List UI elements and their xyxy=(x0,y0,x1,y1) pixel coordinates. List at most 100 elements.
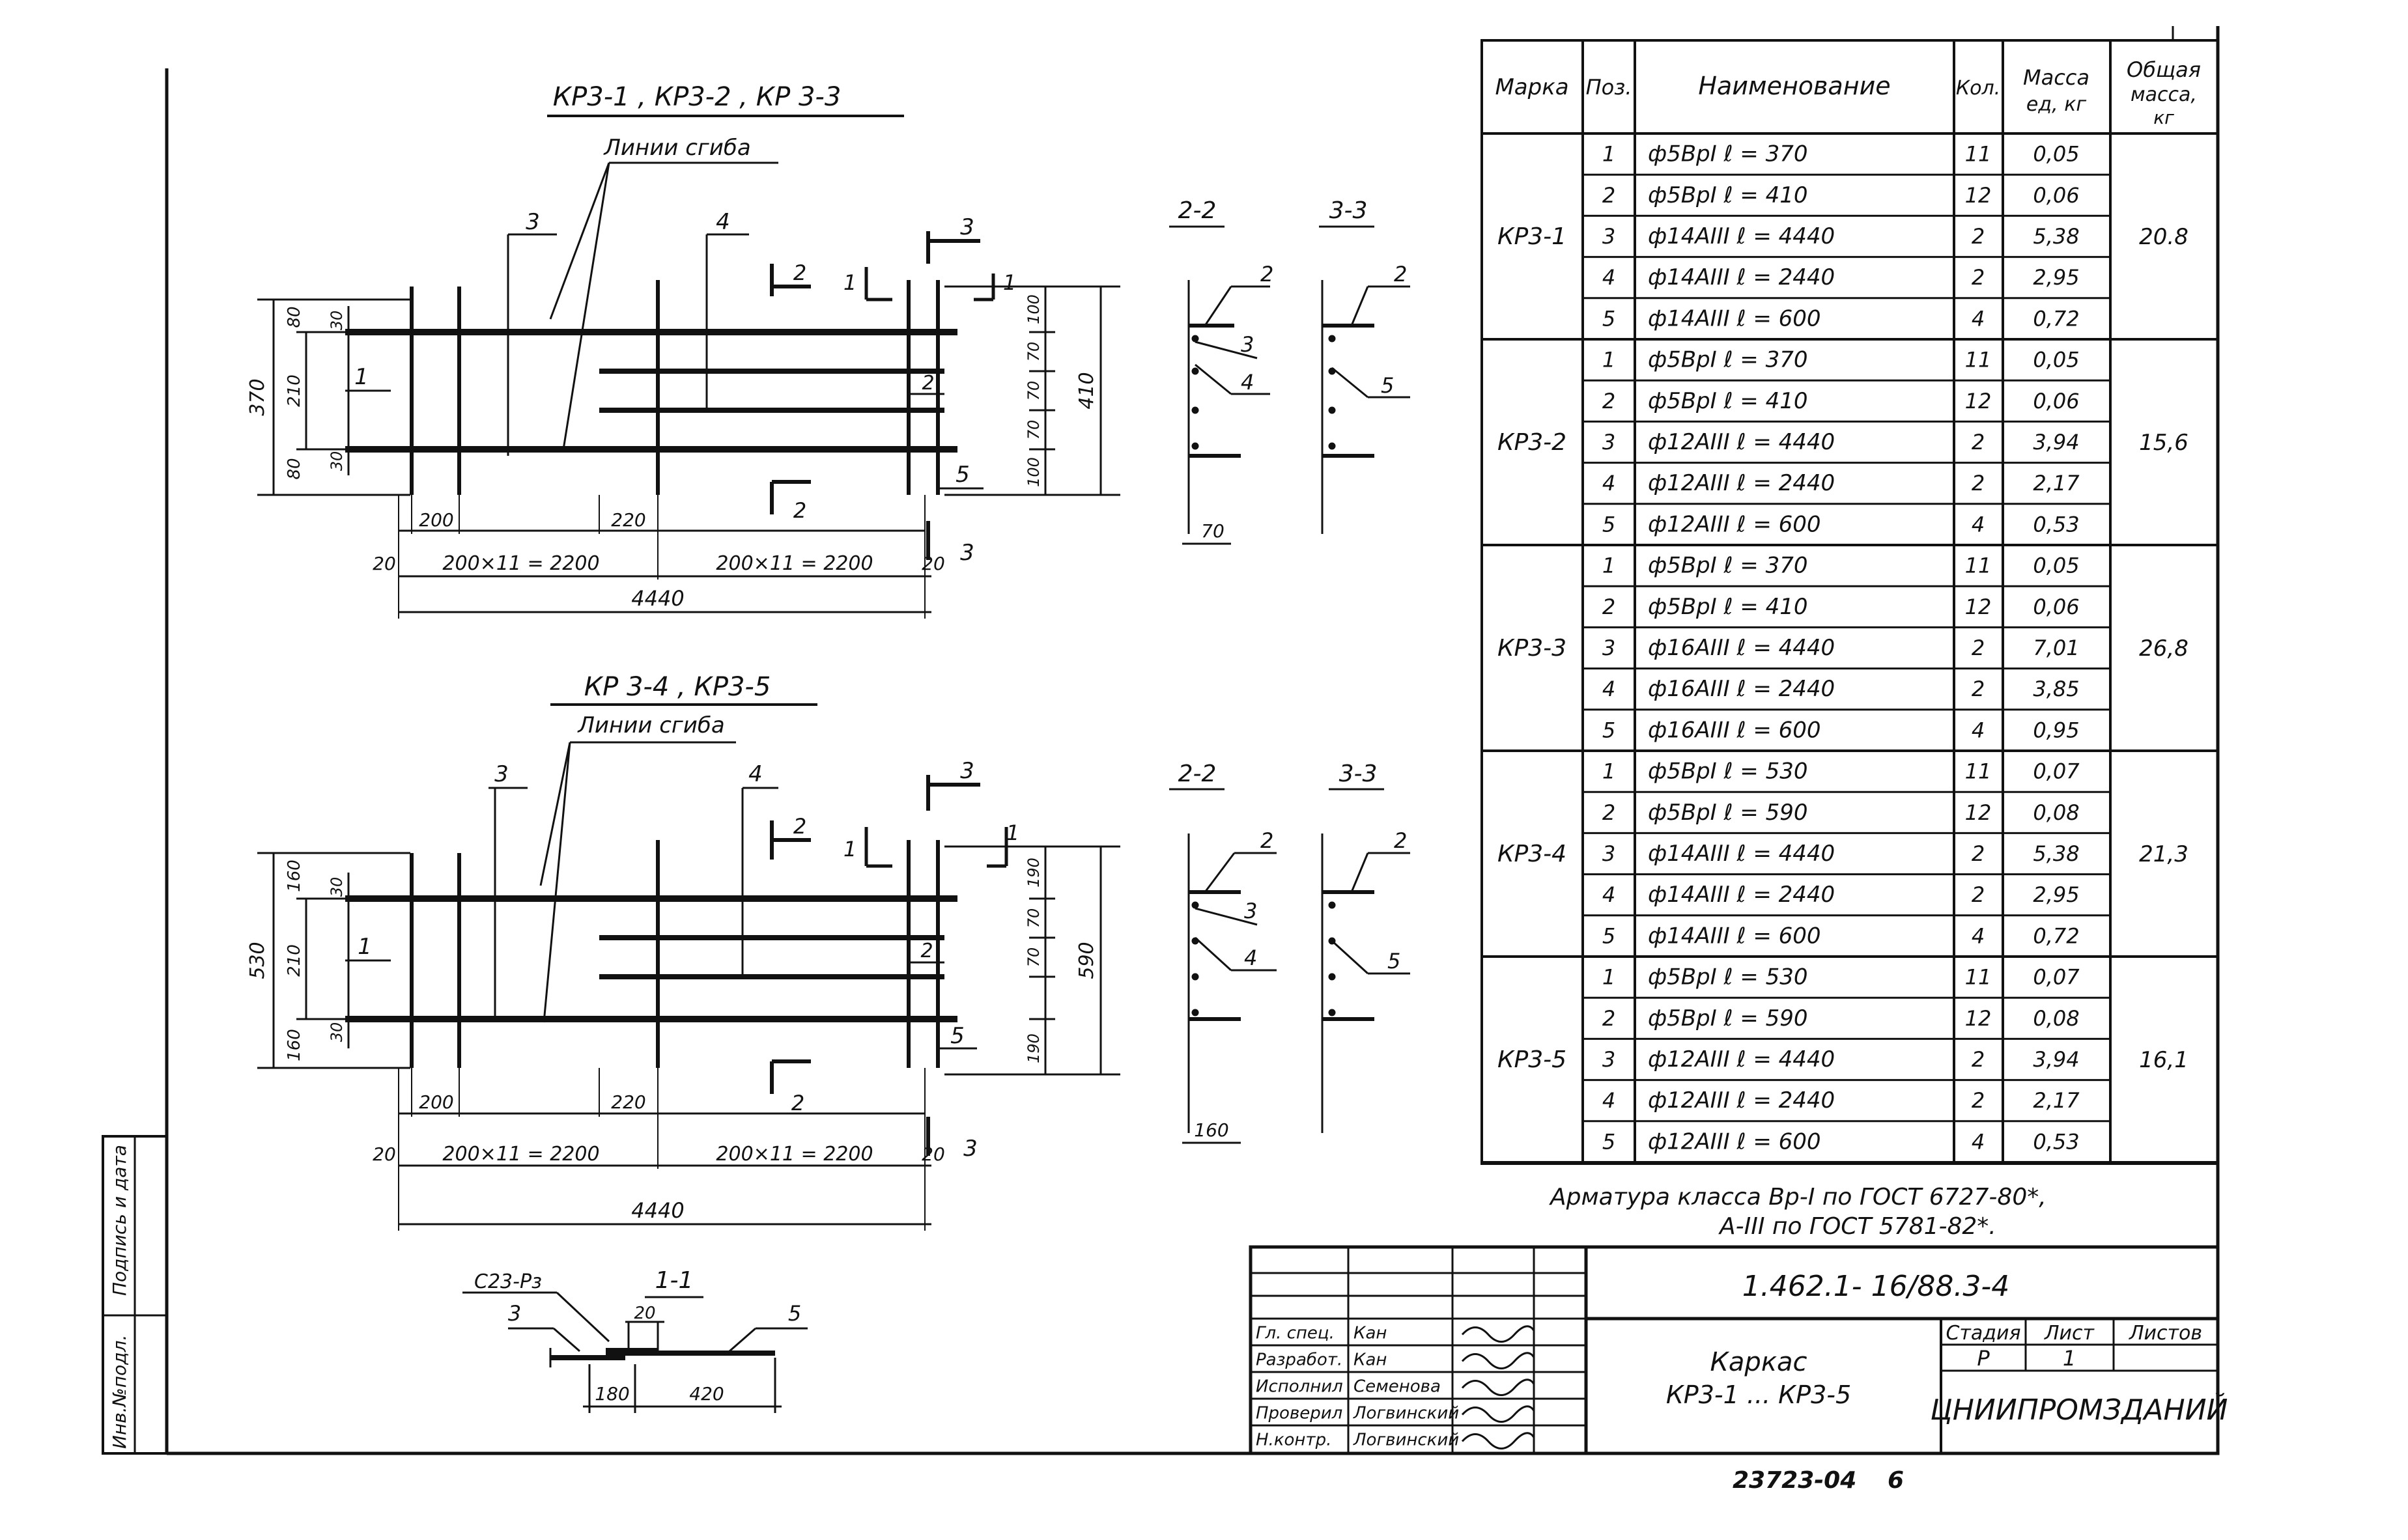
plan2-cut-1a: 1 xyxy=(843,837,857,861)
plan2-bend-label: Линии сгиба xyxy=(576,712,724,738)
spec-cell-qty: 2 xyxy=(1972,636,1985,660)
tb-person: Кан xyxy=(1353,1324,1387,1343)
plan1-dim-r70b: 70 xyxy=(1025,381,1043,401)
plan1-cut-2a: 2 xyxy=(793,260,806,285)
spec-cell-qty: 2 xyxy=(1972,224,1985,249)
plan2-dim-200: 200 xyxy=(419,1091,453,1113)
sec2-pos-5: 5 xyxy=(1387,949,1400,973)
spec-cell-mass: 3,94 xyxy=(2033,430,2079,455)
tb-role: Гл. спец. xyxy=(1256,1324,1335,1343)
spec-total-mass: 15,6 xyxy=(2139,430,2188,456)
plan1-dim-r70c: 70 xyxy=(1025,420,1043,440)
archive-number: 23723-04 xyxy=(1733,1467,1856,1494)
spec-cell-mass: 2,95 xyxy=(2033,882,2079,907)
side-label-signature: Подпись и дата xyxy=(109,1145,130,1296)
tb-person: Логвинский xyxy=(1353,1431,1459,1450)
spec-cell-qty: 12 xyxy=(1965,389,1992,413)
tb-signature xyxy=(1461,1325,1535,1343)
spec-cell-qty: 4 xyxy=(1972,1129,1985,1154)
stage-header: Стадия xyxy=(1946,1322,2020,1345)
spec-cell-pos: 5 xyxy=(1602,306,1615,331)
sec2-pos-2b: 2 xyxy=(1394,828,1407,853)
spec-cell-name: ф14АIII ℓ = 2440 xyxy=(1648,882,1835,908)
spec-note-line1: Арматура класса Вр-I по ГОСТ 6727-80*, xyxy=(1549,1184,2047,1211)
spec-cell-qty: 4 xyxy=(1972,718,1985,742)
sec1-2-2: 2-2 xyxy=(1178,197,1217,224)
tb-signature xyxy=(1461,1379,1535,1396)
spec-cell-name: ф12АIII ℓ = 4440 xyxy=(1648,429,1835,455)
spec-total-mass: 26,8 xyxy=(2139,636,2188,662)
spec-mark: КР3-4 xyxy=(1497,841,1566,867)
spec-cell-pos: 5 xyxy=(1602,718,1615,742)
detail-1-1: С23-Рз 1-1 20 3 5 180 420 xyxy=(462,1267,808,1413)
plan2-dim-30b: 30 xyxy=(328,1022,346,1043)
spec-cell-mass: 0,72 xyxy=(2033,923,2079,948)
spec-header-total-2: масса, xyxy=(2131,83,2197,106)
detail-dim-180: 180 xyxy=(595,1383,629,1405)
spec-cell-name: ф12АIII ℓ = 4440 xyxy=(1648,1046,1835,1072)
spec-cell-qty: 4 xyxy=(1972,306,1985,331)
spec-header-mark: Марка xyxy=(1495,74,1568,100)
plan2-dim-span2: 200×11 = 2200 xyxy=(716,1143,873,1166)
spec-cell-name: ф16АIII ℓ = 2440 xyxy=(1648,676,1835,702)
plan2-cut-3a: 3 xyxy=(960,758,974,784)
spec-cell-pos: 3 xyxy=(1602,430,1615,455)
spec-cell-mass: 0,05 xyxy=(2033,553,2079,578)
side-label-inventory: Инв.№подл. xyxy=(109,1335,130,1449)
plan1-dim-210: 210 xyxy=(285,374,304,407)
sec1-dim-70: 70 xyxy=(1201,520,1225,542)
spec-header: Марка Поз. Наименование Кол. Масса ед, к… xyxy=(1495,57,2201,128)
plan1-dim-80b: 80 xyxy=(285,458,304,479)
spec-mark: КР3-5 xyxy=(1497,1046,1566,1073)
plan1-dim-200: 200 xyxy=(419,509,453,531)
spec-cell-mass: 2,95 xyxy=(2033,265,2079,290)
spec-cell-pos: 3 xyxy=(1602,636,1615,660)
spec-cell-name: ф14АIII ℓ = 2440 xyxy=(1648,264,1835,290)
plan1-cut-1a: 1 xyxy=(843,270,857,295)
plan2-title: КР 3-4 , КР3-5 xyxy=(584,672,771,702)
spec-cell-qty: 12 xyxy=(1965,800,1992,825)
plan1-pos-1: 1 xyxy=(354,364,369,390)
plan1-dim-30a: 30 xyxy=(328,311,346,331)
spec-cell-name: ф5ВрI ℓ = 410 xyxy=(1648,182,1808,208)
spec-header-name: Наименование xyxy=(1698,72,1890,100)
plan1-dim-span1: 200×11 = 2200 xyxy=(442,552,599,575)
drawing-name-line2: КР3-1 ... КР3-5 xyxy=(1666,1380,1851,1409)
plan2-dim-590: 590 xyxy=(1075,942,1098,979)
spec-cell-name: ф16АIII ℓ = 600 xyxy=(1648,717,1821,743)
spec-cell-pos: 3 xyxy=(1602,224,1615,249)
spec-cell-qty: 4 xyxy=(1972,512,1985,537)
sec2-pos-2a: 2 xyxy=(1260,828,1273,853)
spec-cell-name: ф14АIII ℓ = 600 xyxy=(1648,923,1821,949)
spec-cell-pos: 4 xyxy=(1602,677,1615,701)
tb-role: Исполнил xyxy=(1256,1377,1343,1397)
frame-plan-kr3-4-5: КР 3-4 , КР3-5 Линии сгиба 530 160 210 1… xyxy=(246,672,1120,1231)
spec-cell-mass: 0,07 xyxy=(2033,759,2080,784)
plan2-dim-r190b: 190 xyxy=(1025,1033,1043,1063)
tb-role: Проверил xyxy=(1256,1404,1342,1423)
detail-pos-5: 5 xyxy=(788,1301,801,1326)
spec-cell-pos: 1 xyxy=(1602,142,1615,167)
spec-header-mass-1: Масса xyxy=(2023,65,2089,90)
spec-cell-name: ф5ВрI ℓ = 590 xyxy=(1648,1005,1808,1031)
plan2-dim-220: 220 xyxy=(611,1091,645,1113)
plan2-dim-total: 4440 xyxy=(631,1198,684,1223)
spec-cell-mass: 0,05 xyxy=(2033,348,2079,372)
spec-cell-pos: 4 xyxy=(1602,882,1615,907)
spec-cell-name: ф5ВрI ℓ = 370 xyxy=(1648,347,1808,373)
spec-cell-pos: 5 xyxy=(1602,512,1615,537)
plan1-dim-30b: 30 xyxy=(328,451,346,471)
spec-cell-pos: 4 xyxy=(1602,1088,1615,1113)
plan2-cut-2a: 2 xyxy=(793,814,806,839)
spec-cell-pos: 3 xyxy=(1602,841,1615,866)
spec-cell-qty: 12 xyxy=(1965,1006,1992,1031)
plan2-cut-3b: 3 xyxy=(963,1136,978,1162)
spec-cell-pos: 4 xyxy=(1602,265,1615,290)
sec1-pos-3: 3 xyxy=(1241,332,1254,357)
spec-cell-qty: 12 xyxy=(1965,183,1992,208)
plan1-pos-5: 5 xyxy=(956,462,970,488)
spec-header-mass-2: ед, кг xyxy=(2026,93,2086,116)
detail-pos-3: 3 xyxy=(508,1301,521,1326)
